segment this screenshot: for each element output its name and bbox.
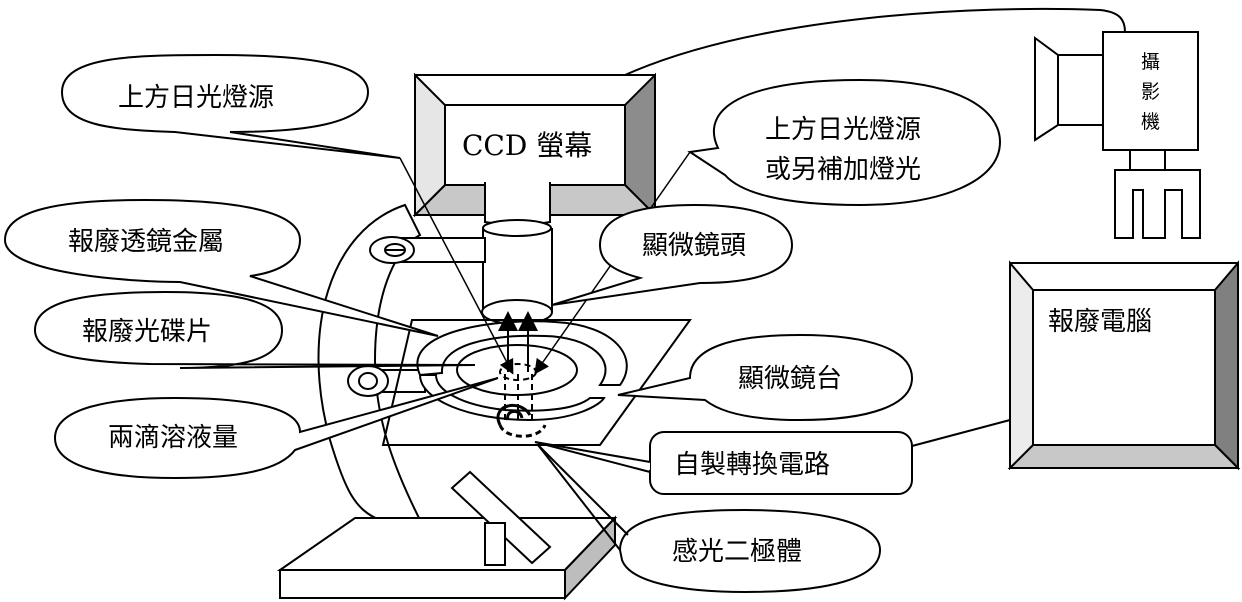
- computer-cable: [911, 419, 1011, 447]
- label-camera-1: 攝: [1141, 51, 1160, 73]
- label-computer: 報廢電腦: [1048, 307, 1152, 337]
- photodiode: [496, 404, 547, 438]
- callout-drops: [53, 377, 499, 480]
- video-camera: [1034, 31, 1201, 239]
- ccd-monitor: [412, 72, 658, 218]
- label-camera-3: 機: [1141, 111, 1160, 133]
- callout-disc: [33, 290, 476, 369]
- label-stage: 顯微鏡台: [738, 364, 842, 394]
- label-top-light-extra-2: 或另補加燈光: [765, 155, 921, 185]
- top-light-ray: [399, 157, 514, 375]
- computer-monitor: [1007, 260, 1241, 471]
- label-circuit: 自製轉換電路: [674, 450, 830, 480]
- label-microscope-lens: 顯微鏡頭: [642, 231, 746, 261]
- label-top-light: 上方日光燈源: [118, 83, 274, 113]
- label-lens-metal: 報廢透鏡金屬: [68, 227, 224, 257]
- callout-top-light: [60, 53, 401, 159]
- label-ccd-screen: CCD 螢幕: [462, 129, 592, 162]
- label-top-light-extra-1: 上方日光燈源: [765, 115, 921, 145]
- callout-top-light-extra: [687, 78, 1002, 207]
- callout-lens-metal: [3, 198, 439, 337]
- label-disc: 報廢光碟片: [82, 317, 212, 347]
- callout-microscope-lens: [551, 203, 794, 306]
- callout-stage: [617, 333, 914, 422]
- callout-circuit: [534, 431, 913, 495]
- arm-middle-knob: [347, 365, 389, 397]
- microscope-tube: [481, 175, 553, 325]
- microscope-base: [276, 470, 618, 601]
- mirror-post: [484, 522, 506, 566]
- camera-cable: [624, 7, 1126, 76]
- microscope-stage: [381, 319, 692, 446]
- label-photodiode: 感光二極體: [672, 537, 802, 567]
- callout-photodiode: [537, 444, 882, 594]
- label-drops: 兩滴溶液量: [108, 423, 238, 453]
- label-camera-2: 影: [1141, 81, 1160, 103]
